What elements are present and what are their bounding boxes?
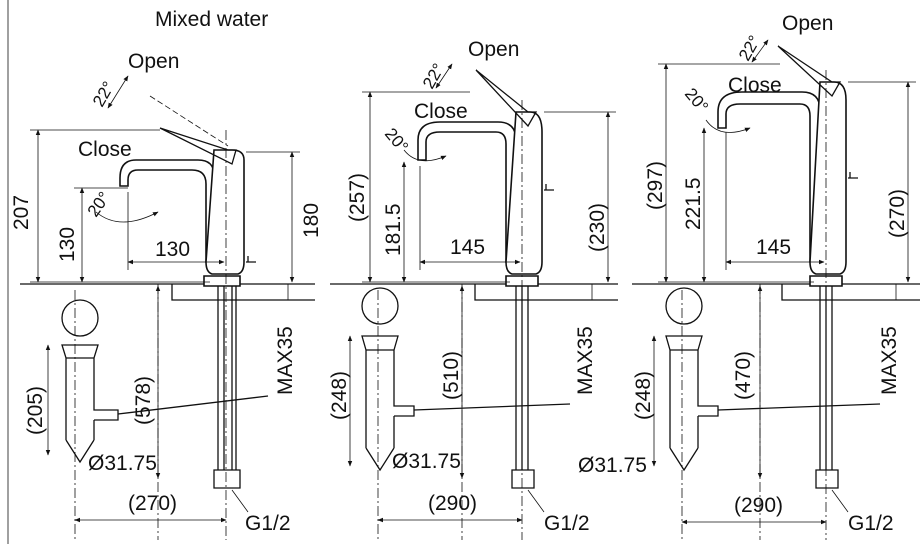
thread: G1/2 <box>245 512 291 535</box>
offset: (270) <box>128 492 177 515</box>
leader-line <box>231 489 249 513</box>
drain-assembly <box>665 335 719 472</box>
countertop <box>330 283 618 301</box>
drain-top <box>361 287 399 325</box>
thread: G1/2 <box>848 512 894 535</box>
angle-open: 22° <box>89 78 118 110</box>
offset: (290) <box>428 492 477 515</box>
faucet-body <box>119 159 215 263</box>
open-label: Open <box>782 12 833 35</box>
angle-arrow <box>751 39 769 63</box>
faucet-view-1: 207 130 180 130 (578) MAX35 (205) Ø31.75… <box>10 50 323 540</box>
supply-pipes <box>515 286 529 470</box>
height-spout: 181.5 <box>382 203 405 256</box>
angle-close: 20° <box>681 84 712 116</box>
pop-up-rod <box>717 403 881 411</box>
height-spout: 221.5 <box>682 177 705 230</box>
handle-closed <box>159 127 237 165</box>
faucet-view-2: (257) 181.5 (230) 145 (510) MAX35 (248) … <box>328 38 618 540</box>
supply-nut <box>213 469 241 489</box>
faucet-column <box>809 81 847 275</box>
max-deck: MAX35 <box>574 326 597 395</box>
faucet-column <box>505 111 543 275</box>
handle <box>475 69 538 128</box>
pipe-diameter: Ø31.75 <box>88 452 157 475</box>
pop-up-rod <box>117 395 269 415</box>
offset: (290) <box>734 494 783 517</box>
handle <box>777 45 842 98</box>
depth: (470) <box>732 351 755 400</box>
angle-arrow <box>705 119 751 133</box>
reach: 130 <box>155 238 190 261</box>
open-label: Open <box>128 50 179 73</box>
max-deck: MAX35 <box>274 326 297 395</box>
faucet-body <box>717 91 821 263</box>
pipe-diameter: Ø31.75 <box>392 450 461 473</box>
angle-arrow <box>107 75 129 109</box>
drain-top <box>665 287 703 325</box>
faucet-view-3: (297) 221.5 (270) 145 (470) MAX35 (248) … <box>578 12 920 540</box>
close-label: Close <box>728 74 782 97</box>
pipe-diameter: Ø31.75 <box>578 454 647 477</box>
supply-pipes <box>819 286 833 470</box>
height-body: 180 <box>300 203 323 238</box>
supply-nut <box>511 469 535 489</box>
drain-height: (205) <box>24 386 47 435</box>
height-body: (230) <box>586 203 609 252</box>
leader-line <box>831 489 849 513</box>
angle-open: 22° <box>419 60 448 92</box>
close-label: Close <box>414 100 468 123</box>
mixed-water-label: Mixed water <box>155 8 268 31</box>
reach: 145 <box>450 236 485 259</box>
supply-pipes <box>217 286 237 470</box>
faucet-column <box>205 149 245 275</box>
angle-open: 22° <box>735 32 764 64</box>
max-deck: MAX35 <box>878 326 901 395</box>
countertop <box>20 283 315 301</box>
angle-arrow <box>95 211 159 223</box>
angle-close: 20° <box>84 188 114 220</box>
drain-assembly <box>61 344 119 464</box>
leader-line <box>527 489 545 513</box>
lever <box>246 256 256 263</box>
height-total: (297) <box>644 161 667 210</box>
angle-arrow <box>403 149 447 162</box>
height-total: 207 <box>10 195 33 230</box>
reach: 145 <box>756 236 791 259</box>
lever <box>848 172 858 179</box>
handle-open <box>149 95 229 147</box>
drain-top <box>61 299 99 337</box>
angle-arrow <box>435 63 453 89</box>
depth: (510) <box>440 351 463 400</box>
drain-height: (248) <box>632 371 655 420</box>
close-label: Close <box>78 138 132 161</box>
pop-up-rod <box>413 403 571 411</box>
depth: (578) <box>132 376 155 425</box>
countertop <box>632 283 920 301</box>
height-body: (270) <box>886 189 909 238</box>
drain-assembly <box>361 335 415 472</box>
thread: G1/2 <box>544 512 590 535</box>
height-spout: 130 <box>56 227 79 262</box>
supply-nut <box>815 469 839 489</box>
angle-close: 20° <box>381 124 412 156</box>
open-label: Open <box>468 38 519 61</box>
height-total: (257) <box>346 173 369 222</box>
drain-height: (248) <box>328 371 351 420</box>
lever <box>544 184 554 191</box>
faucet-base <box>203 275 241 287</box>
